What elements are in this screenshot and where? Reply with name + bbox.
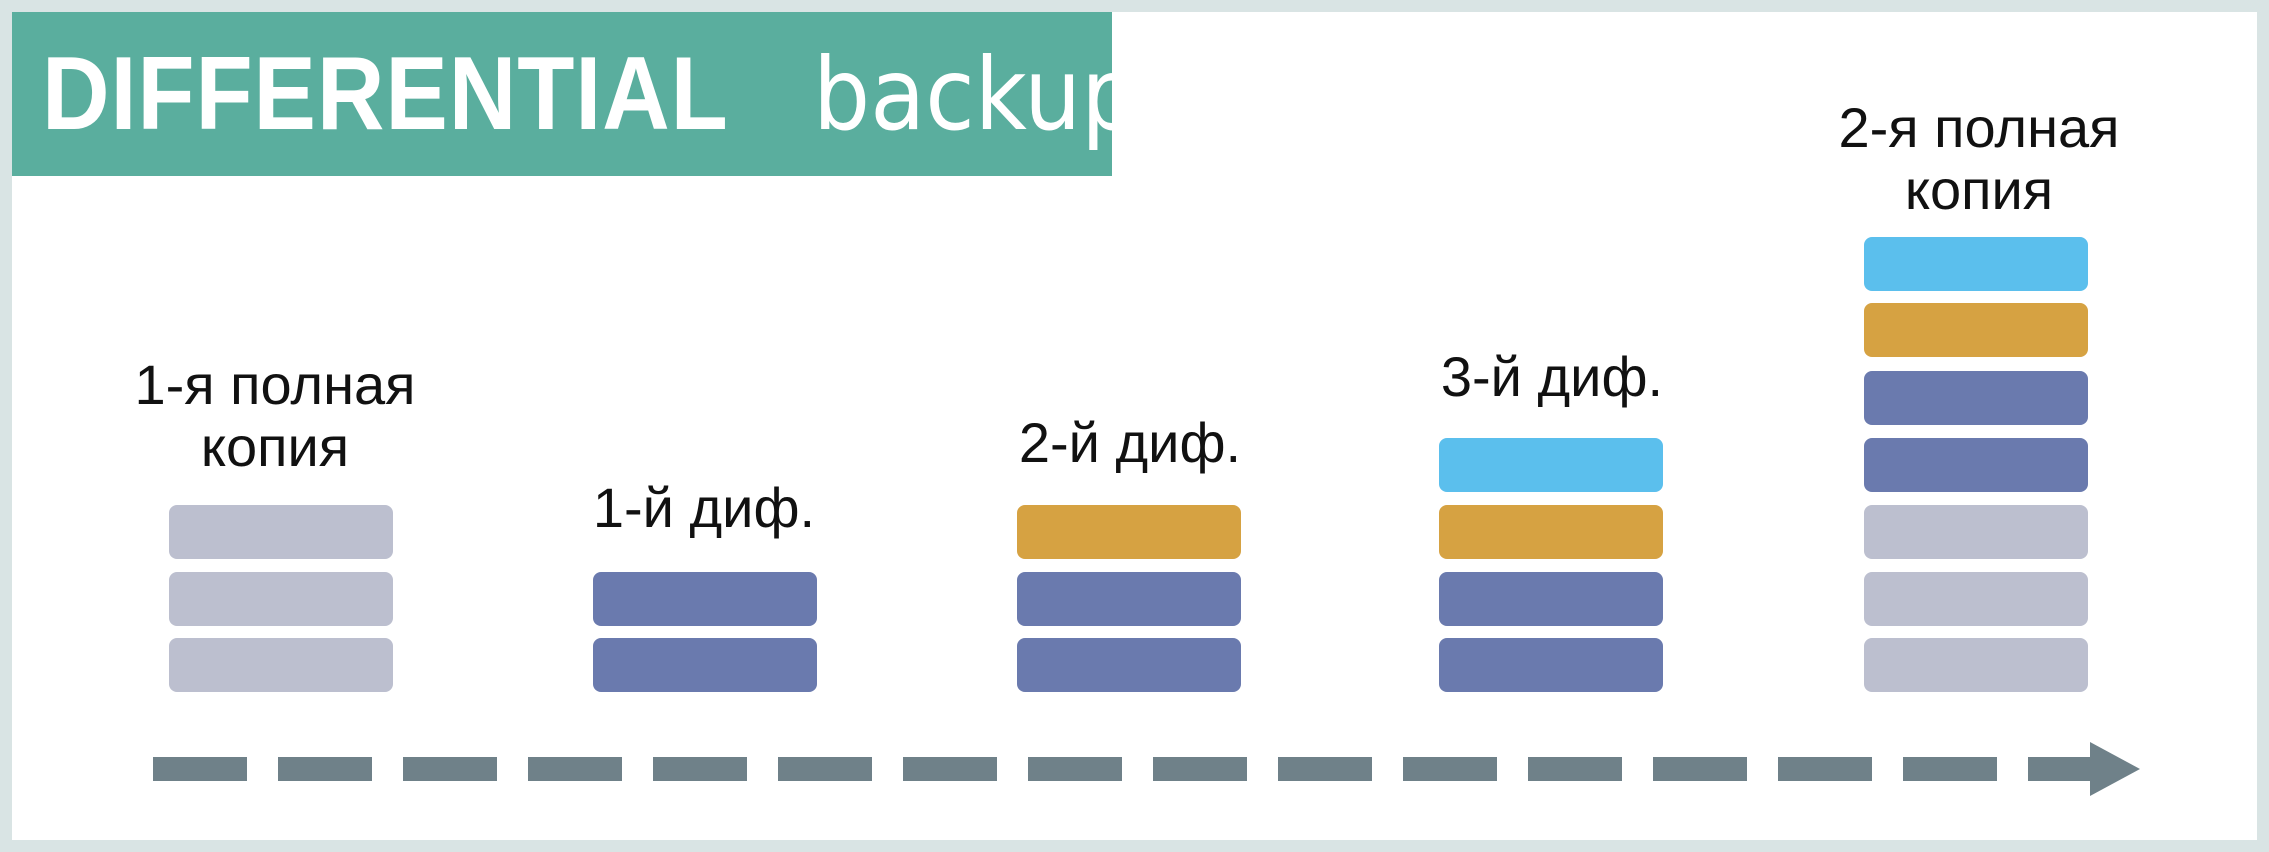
timeline-dash [1153,757,1247,781]
block-diff-2 [1017,505,1241,559]
block-diff-3 [1439,438,1663,492]
timeline-dash [903,757,997,781]
block-diff-1 [1864,438,2088,492]
timeline-dash [278,757,372,781]
block-diff-3 [1864,237,2088,291]
block-full-1 [169,505,393,559]
block-diff-2 [1439,505,1663,559]
block-diff-1 [1439,638,1663,692]
timeline-dash [1778,757,1872,781]
block-diff-1 [1864,371,2088,425]
stage-label-full-2: 2-я полная копия [1838,96,2120,221]
timeline-dash [778,757,872,781]
block-diff-1 [1017,572,1241,626]
timeline-dash [1528,757,1622,781]
block-diff-1 [1017,638,1241,692]
stage-label-full-1: 1-я полная копия [134,353,416,478]
timeline-dash [1653,757,1747,781]
block-diff-2 [1864,303,2088,357]
title-bold: DIFFERENTIAL [42,35,729,152]
timeline-dash [403,757,497,781]
block-full-1 [1864,505,2088,559]
block-full-1 [1864,572,2088,626]
diagram-frame: DIFFERENTIAL backup [12,12,2257,840]
timeline-dash [1403,757,1497,781]
timeline-dash [2028,757,2090,781]
block-diff-1 [1439,572,1663,626]
title-banner: DIFFERENTIAL backup [12,12,1138,176]
timeline-dash [528,757,622,781]
timeline-dash [653,757,747,781]
timeline-dash [1028,757,1122,781]
block-diff-1 [593,572,817,626]
block-full-1 [169,638,393,692]
stage-label-diff-3: 3-й диф. [1440,345,1664,408]
stage-label-diff-1: 1-й диф. [592,476,816,539]
timeline-dash [153,757,247,781]
timeline-dash [1903,757,1997,781]
timeline-dash [1278,757,1372,781]
arrow-right-icon [2090,742,2140,796]
title-light: backup [813,35,1139,153]
block-full-1 [169,572,393,626]
block-full-1 [1864,638,2088,692]
block-diff-1 [593,638,817,692]
stage-label-diff-2: 2-й диф. [1018,411,1242,474]
